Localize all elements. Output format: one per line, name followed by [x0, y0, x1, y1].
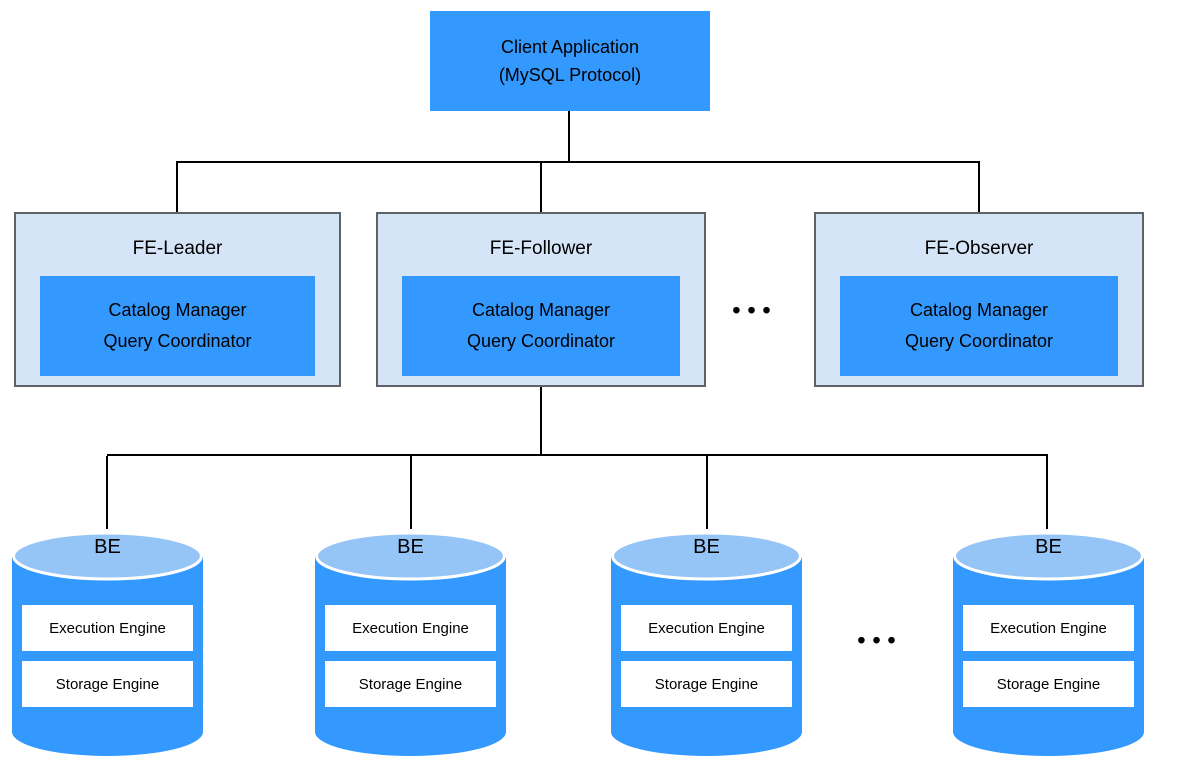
be-ellipsis-dots: •••: [857, 627, 903, 653]
connector-be3-drop: [706, 456, 708, 529]
connector-fe-bus: [176, 161, 980, 163]
client-label-line2: (MySQL Protocol): [498, 65, 642, 85]
fe-follower-module: Catalog Manager Query Coordinator: [402, 276, 680, 376]
connector-be4-drop: [1046, 456, 1048, 529]
be2-title: BE: [397, 536, 424, 558]
connector-fe-leader-drop: [176, 161, 178, 212]
be1-execution-engine: Execution Engine: [22, 605, 193, 651]
fe-follower-module-line2: Query Coordinator: [466, 331, 616, 351]
connector-client-drop: [568, 111, 570, 162]
be2-storage-engine: Storage Engine: [325, 661, 496, 707]
be-node-3: BE Execution Engine Storage Engine: [611, 530, 802, 758]
connector-fe-observer-drop: [978, 161, 980, 212]
be3-execution-engine: Execution Engine: [621, 605, 792, 651]
client-application-node: Client Application (MySQL Protocol): [430, 11, 710, 111]
fe-leader-module-line2: Query Coordinator: [103, 331, 252, 351]
be4-storage-engine: Storage Engine: [963, 661, 1134, 707]
be-node-4: BE Execution Engine Storage Engine: [953, 530, 1144, 758]
be1-title: BE: [94, 536, 121, 558]
connector-follower-down: [540, 387, 542, 456]
be-node-1: BE Execution Engine Storage Engine: [12, 530, 203, 758]
be3-storage-engine: Storage Engine: [621, 661, 792, 707]
fe-ellipsis-dots: •••: [732, 297, 778, 323]
be-node-2: BE Execution Engine Storage Engine: [315, 530, 506, 758]
fe-observer-module: Catalog Manager Query Coordinator: [840, 276, 1118, 376]
fe-follower-title: FE-Follower: [489, 238, 593, 259]
client-label-line1: Client Application: [500, 37, 640, 57]
fe-leader-module: Catalog Manager Query Coordinator: [40, 276, 315, 376]
fe-observer-node: FE-Observer Catalog Manager Query Coordi…: [814, 212, 1144, 387]
fe-leader-node: FE-Leader Catalog Manager Query Coordina…: [14, 212, 341, 387]
be3-title: BE: [693, 536, 720, 558]
be4-execution-engine: Execution Engine: [963, 605, 1134, 651]
fe-leader-title: FE-Leader: [132, 238, 223, 259]
connector-be-bus: [107, 454, 1048, 456]
fe-observer-module-line2: Query Coordinator: [904, 331, 1054, 351]
fe-observer-title: FE-Observer: [924, 238, 1034, 259]
connector-fe-follower-drop: [540, 161, 542, 212]
be4-title: BE: [1035, 536, 1062, 558]
be1-storage-engine: Storage Engine: [22, 661, 193, 707]
fe-follower-module-line1: Catalog Manager: [471, 300, 611, 320]
fe-leader-module-line1: Catalog Manager: [108, 300, 247, 320]
fe-observer-module-line1: Catalog Manager: [909, 300, 1049, 320]
fe-follower-node: FE-Follower Catalog Manager Query Coordi…: [376, 212, 706, 387]
connector-be1-drop: [106, 456, 108, 529]
connector-be2-drop: [410, 456, 412, 529]
be2-execution-engine: Execution Engine: [325, 605, 496, 651]
